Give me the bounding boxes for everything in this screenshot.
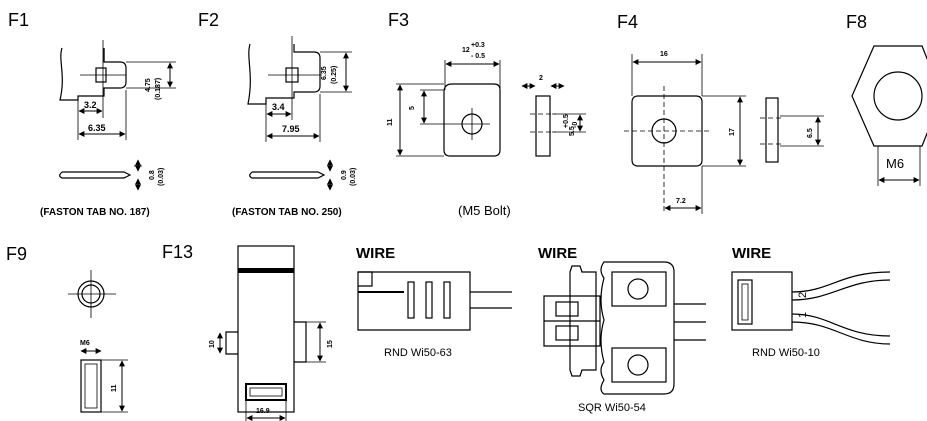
f13-top-band (238, 268, 294, 273)
f1-tab-outline (59, 47, 127, 101)
figure-label: F13 (162, 242, 193, 262)
figure-label: F1 (8, 10, 29, 30)
f2-dim-a: 3.4 (272, 102, 285, 112)
f13-dim-bottom: 16.9 (256, 408, 270, 415)
wi10-wire (791, 279, 891, 301)
wi54-bottom-window (611, 347, 667, 383)
f1-dim-width-in: (0.187) (155, 78, 162, 100)
wi10-pin-label: 1 (797, 312, 809, 318)
wi63-contact-slot (407, 281, 415, 319)
figure-f8: F8 M6 (846, 12, 927, 186)
wi63-latch (358, 271, 373, 287)
wire-heading: WIRE (538, 245, 577, 262)
f3-dim-thk: 2 (539, 75, 543, 82)
f1-dim-width: 4.75 (145, 78, 152, 92)
figure-label: F9 (6, 244, 27, 264)
figure-label: F8 (846, 12, 867, 32)
wi54-model: SQR Wi50-54 (578, 402, 646, 414)
wi10-pin-label: 2 (797, 292, 809, 298)
f3-dim-side: 5.5 (569, 126, 576, 136)
f3-plate (443, 83, 501, 157)
wi10-wire (791, 313, 891, 337)
f9-stud-body (80, 359, 102, 413)
f2-dim-thk-in: (0.03) (350, 168, 357, 186)
f1-dim-a: 3.2 (84, 100, 97, 110)
f4-plate (631, 95, 703, 167)
f13-dim-right: 15 (327, 340, 334, 348)
connector-wi50-10: WIRE 2 1 RND Wi50-10 (731, 245, 891, 359)
f3-caption: (M5 Bolt) (458, 203, 511, 218)
figure-f2: F2 6.35 (0.25) 3.4 7.95 0.9 (0.03) (FAST… (198, 10, 357, 218)
f4-dim-height: 17 (729, 128, 736, 136)
f2-dim-width-in: (0.25) (331, 66, 338, 84)
wi63-contact-slot (443, 281, 451, 319)
f4-dim-side: 6.5 (807, 128, 814, 138)
figure-label: F3 (388, 10, 409, 30)
f13-right-tab (294, 321, 307, 363)
f8-bore (873, 71, 923, 121)
wire-heading: WIRE (732, 245, 771, 262)
f3-dim-height: 11 (387, 118, 394, 126)
f4-dim-width: 16 (660, 51, 668, 58)
f2-dim-thk: 0.9 (341, 170, 348, 180)
wi54-mid-housing (543, 295, 601, 347)
f3-dim-hole: 5 (409, 106, 416, 110)
f9-dim-height: 11 (111, 384, 118, 392)
f4-dim-offset: 7.2 (676, 198, 686, 205)
wi54-pin-cavity (555, 301, 579, 317)
wi54-top-hole (627, 278, 649, 300)
f2-dim-width: 6.35 (321, 66, 328, 80)
f1-side-profile (59, 171, 132, 179)
wi63-model: RND Wi50-63 (384, 347, 452, 359)
figure-f1: F1 4.75 (0.187) 3.2 6.35 0.8 (0.03) (FAS… (8, 10, 176, 218)
figure-label: F2 (198, 10, 219, 30)
wi54-pin-cavity (555, 325, 579, 341)
wire-heading: WIRE (356, 245, 395, 262)
f3-side-tol-plus: +0.5 (563, 114, 570, 128)
connector-wi50-63: WIRE RND Wi50-63 (356, 245, 512, 359)
figure-f13: F13 10 15 16.9 (162, 242, 334, 421)
f13-bottom-slot (245, 383, 287, 401)
wi10-housing (731, 271, 793, 331)
f3-tol-minus: - 0.5 (471, 53, 485, 60)
f13-dim-left: 10 (209, 340, 216, 348)
wi54-main-housing (600, 261, 675, 395)
f13-body (237, 245, 295, 413)
f1-dim-thk-in: (0.03) (158, 168, 165, 186)
figure-f9: F9 M6 11 (6, 244, 128, 413)
wi10-latch (737, 279, 753, 325)
wi63-contact-slot (425, 281, 433, 319)
wi63-housing (357, 271, 471, 331)
f8-thread: M6 (886, 156, 904, 171)
wi10-model: RND Wi50-10 (752, 347, 820, 359)
f2-side-profile (249, 171, 326, 179)
f3-side-view (535, 95, 551, 157)
f13-left-tab (225, 331, 238, 355)
wi10-wire (791, 271, 891, 293)
f2-tab-outline (247, 43, 321, 105)
connector-wi50-54: WIRE SQR Wi50-54 (538, 245, 706, 414)
f8-hex-nut (851, 45, 927, 147)
f3-side-tol-minus: -0 (572, 122, 579, 128)
f3-dim-width: 12 (462, 47, 470, 54)
figure-f3: F3 12 +0.3 - 0.5 5 11 2 5.5 +0.5 -0 (M5 … (387, 10, 586, 218)
f2-caption: (FASTON TAB NO. 250) (232, 207, 342, 218)
figure-label: F4 (617, 12, 638, 32)
f1-dim-b: 6.35 (88, 123, 106, 133)
f9-stud-inner (84, 363, 98, 409)
f4-side-view (765, 97, 779, 163)
wi54-left-clip (569, 265, 597, 377)
wi54-top-window (611, 271, 667, 307)
f9-thread: M6 (80, 340, 90, 347)
f1-caption: (FASTON TAB NO. 187) (40, 207, 150, 218)
f2-dim-b: 7.95 (282, 124, 300, 134)
f3-tol-plus: +0.3 (471, 42, 485, 49)
f13-bottom-slot-inner (249, 387, 283, 397)
figure-f4: F4 16 17 7.2 6.5 (617, 12, 824, 214)
wi10-wire (791, 321, 891, 345)
f1-dim-thk: 0.8 (149, 170, 156, 180)
wi54-bottom-hole (627, 354, 649, 376)
wi10-latch-inner (741, 283, 749, 321)
